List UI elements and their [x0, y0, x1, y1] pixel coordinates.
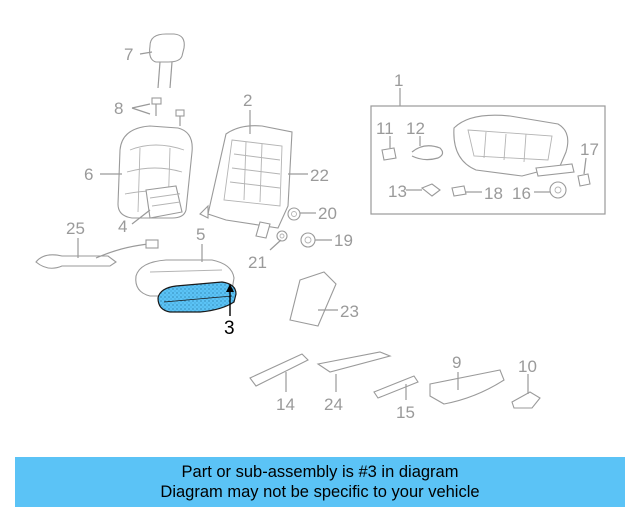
seatback-frame-part — [199, 125, 293, 239]
callout-18: 18 — [484, 184, 503, 203]
callout-12: 12 — [406, 119, 425, 138]
seat-frame-part — [453, 114, 575, 177]
callout-10: 10 — [518, 357, 537, 376]
callout-23: 23 — [340, 302, 359, 321]
connector-part — [451, 185, 467, 197]
headrest-part — [149, 33, 185, 89]
clip-part — [381, 147, 397, 161]
cushion-pad-part-highlighted — [157, 281, 237, 313]
assembly-1-box — [370, 105, 606, 215]
callout-9: 9 — [452, 353, 461, 372]
callout-4: 4 — [118, 217, 127, 236]
callout-11: 11 — [376, 119, 394, 138]
headrest-guide-part — [151, 97, 185, 126]
callout-20: 20 — [318, 204, 337, 223]
bushing-part — [287, 207, 301, 221]
callout-22: 22 — [310, 166, 329, 185]
rail-part — [373, 375, 419, 399]
callout-21: 21 — [248, 253, 267, 272]
callout-6: 6 — [84, 165, 93, 184]
callout-19: 19 — [334, 231, 353, 250]
cable-part — [411, 145, 444, 161]
panel-part — [289, 271, 337, 327]
callout-25: 25 — [66, 219, 85, 238]
callout-13: 13 — [388, 182, 407, 201]
callout-16: 16 — [512, 184, 531, 203]
callout-24: 24 — [324, 395, 343, 414]
tray-part — [316, 351, 392, 373]
callout-8: 8 — [114, 99, 123, 118]
bracket-part — [420, 183, 441, 197]
banner-line-1: Part or sub-assembly is #3 in diagram — [181, 463, 459, 481]
callout-7: 7 — [124, 45, 133, 64]
callout-1: 1 — [394, 71, 403, 90]
gear-part — [300, 232, 316, 248]
knob-part — [511, 391, 541, 409]
seat-parts-diagram: 7 8 6 4 2 22 — [35, 33, 606, 422]
callout-14: 14 — [276, 395, 295, 414]
callout-17: 17 — [580, 140, 599, 159]
washer-part — [276, 230, 288, 242]
trim-strip-part — [249, 353, 309, 387]
callout-3: 3 — [224, 318, 235, 339]
callout-2: 2 — [243, 91, 252, 110]
banner-line-2: Diagram may not be specific to your vehi… — [160, 483, 480, 501]
harness-part — [35, 239, 159, 269]
switch-part — [577, 173, 591, 187]
callout-5: 5 — [196, 225, 205, 244]
callout-15: 15 — [396, 403, 415, 422]
info-banner: Part or sub-assembly is #3 in diagram Di… — [15, 457, 625, 507]
motor-part — [549, 181, 567, 199]
seatback-pad-part — [145, 185, 183, 219]
side-cover-part — [429, 369, 505, 405]
